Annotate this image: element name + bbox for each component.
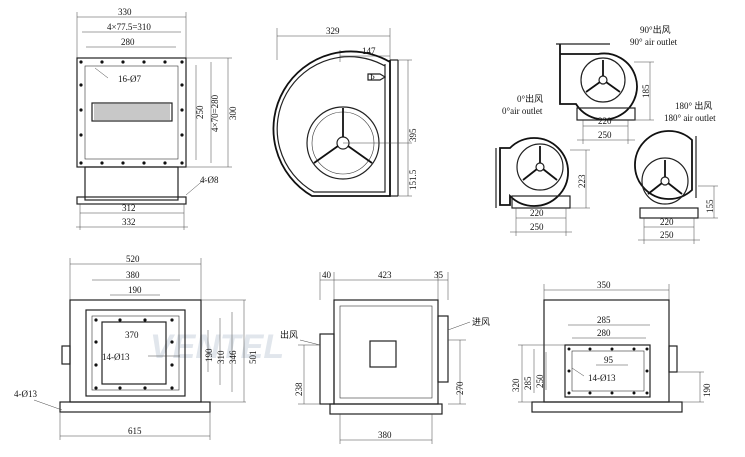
outlet-90-label-cn: 90°出风	[640, 24, 671, 35]
dim-320: 320	[511, 378, 521, 392]
dim-520: 520	[126, 254, 140, 264]
outlet-90-label-en: 90° air outlet	[630, 37, 678, 47]
outlet-90-dim-220: 220	[598, 116, 612, 126]
dim-151.5: 151.5	[408, 169, 418, 190]
outlet-0-label-en: 0°air outlet	[502, 106, 543, 116]
dim-280: 280	[121, 37, 135, 47]
label-inlet: 进风	[472, 317, 490, 327]
dim-280-b: 280	[597, 328, 611, 338]
dim-95: 95	[604, 355, 614, 365]
dim-40: 40	[322, 270, 332, 280]
dim-35: 35	[434, 270, 444, 280]
dim-370: 370	[125, 330, 139, 340]
dim-4-holes-13: 4-Ø13	[14, 389, 37, 399]
dim-350: 350	[597, 280, 611, 290]
outlet-90-dim-185: 185	[641, 84, 651, 98]
dim-250: 250	[195, 105, 205, 119]
dim-312: 312	[122, 203, 136, 213]
dim-423: 423	[378, 270, 392, 280]
dim-332: 332	[122, 217, 136, 227]
dim-250-v: 250	[535, 374, 545, 388]
outlet-180-label-en: 180° air outlet	[664, 113, 716, 123]
dim-285-v: 285	[523, 376, 533, 390]
dim-310: 310	[216, 350, 226, 364]
outlet-0-dim-250: 250	[530, 222, 544, 232]
dim-285: 285	[597, 315, 611, 325]
watermark-logo: VENTEL	[150, 328, 284, 366]
dim-190-v: 190	[204, 348, 214, 362]
outlet-180-dim-250: 250	[660, 230, 674, 240]
outlet-0-dim-223: 223	[577, 174, 587, 188]
dim-329: 329	[326, 26, 340, 36]
dim-4x70: 4×70=280	[210, 94, 220, 132]
dim-330: 330	[118, 7, 132, 17]
dim-380-b: 380	[378, 430, 392, 440]
dim-147: 147	[362, 46, 376, 56]
dim-270: 270	[455, 381, 465, 395]
outlet-180-label-cn: 180° 出风	[675, 100, 712, 111]
front-view: 330 4×77.5=310 280 16-Ø7 250 4×70=280 30…	[76, 7, 238, 230]
dim-4x77.5: 4×77.5=310	[107, 22, 151, 32]
side-view: 329 147 Þ 395 151.5	[272, 26, 418, 197]
dim-190: 190	[128, 285, 142, 295]
dim-501: 501	[248, 351, 258, 365]
label-outlet: 出风	[280, 329, 298, 340]
bottom-left-view: 520 380 190 370 14-Ø13 190 310 346 501 4…	[14, 254, 258, 440]
outlet-0-label-cn: 0°出风	[517, 93, 543, 104]
outlet-0-dim-220: 220	[530, 208, 544, 218]
dim-14-holes: 14-Ø13	[102, 352, 130, 362]
dim-395: 395	[408, 128, 418, 142]
bottom-middle-view: 40 423 35 进风 出风 238 270 380	[280, 270, 490, 444]
dim-14-holes-r: 14-Ø13	[588, 373, 616, 383]
dim-300: 300	[228, 106, 238, 120]
outlet-90-dim-250: 250	[598, 130, 612, 140]
dim-615: 615	[128, 426, 142, 436]
outlet-180-dim-155: 155	[705, 199, 715, 213]
dim-380: 380	[126, 270, 140, 280]
svg-text:Þ: Þ	[370, 72, 375, 82]
outlet-90-view: 90°出风 90° air outlet 185 220 250	[556, 24, 678, 144]
bottom-right-view: 350 285 280 95 14-Ø13 320 285 250 190	[511, 280, 712, 413]
outlet-0-view: 0°出风 0°air outlet 223 220 250	[495, 93, 590, 236]
dim-190-r: 190	[702, 383, 712, 397]
outlet-180-view: 180° 出风 180° air outlet 155 220 250	[634, 100, 718, 244]
dim-4-holes: 4-Ø8	[200, 175, 219, 185]
dim-238: 238	[294, 382, 304, 396]
dim-346: 346	[228, 350, 238, 364]
outlet-180-dim-220: 220	[660, 217, 674, 227]
dim-16-holes: 16-Ø7	[118, 74, 141, 84]
